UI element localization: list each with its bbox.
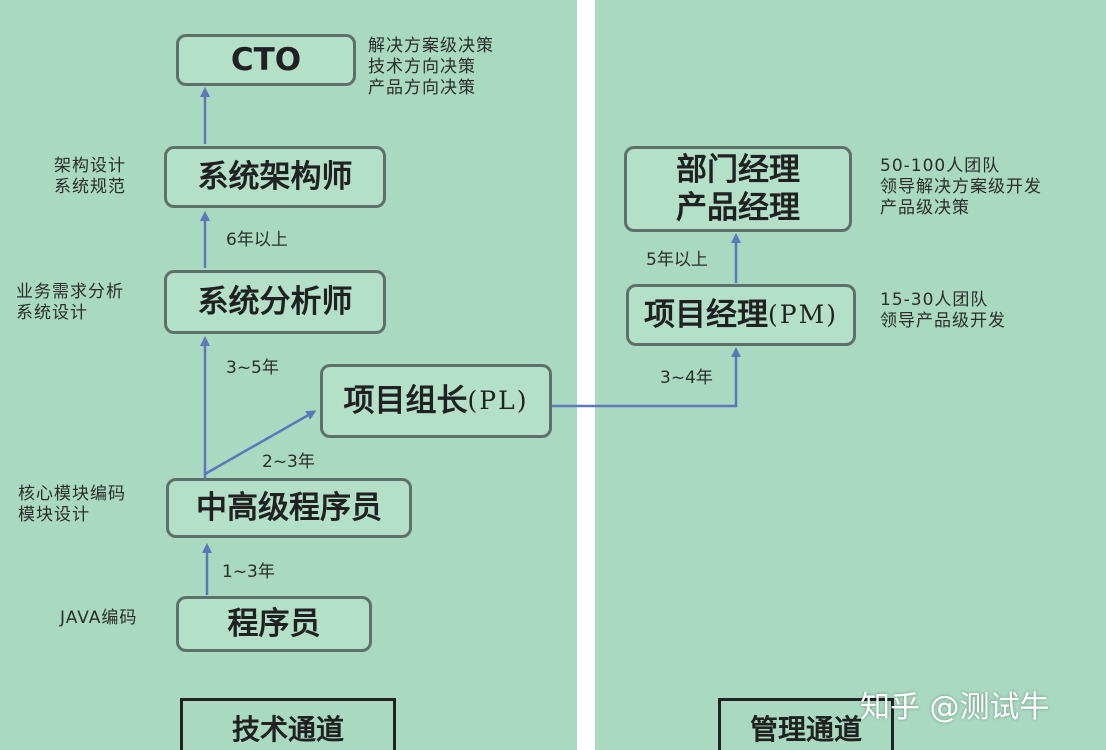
architect-responsibilities: 架构设计 系统规范	[54, 156, 126, 198]
senior-programmer-label: 中高级程序员	[196, 490, 382, 526]
cto-responsibilities: 解决方案级决策 技术方向决策 产品方向决策	[368, 36, 494, 99]
senior-note-line: 模块设计	[18, 505, 90, 525]
system-analyst-label: 系统分析师	[197, 284, 353, 320]
arrow-senior-to-team-lead	[204, 410, 317, 476]
years-senior-to-team-lead: 2~3年	[262, 452, 315, 472]
years-team-lead-to-pm: 3~4年	[660, 368, 713, 388]
analyst-note-line: 系统设计	[16, 303, 88, 323]
watermark: 知乎 @测试牛	[860, 690, 1050, 725]
arrow-team-lead-to-pm	[552, 347, 741, 408]
years-pm-to-dept-manager: 5年以上	[646, 250, 708, 270]
programmer-node: 程序员	[176, 596, 372, 652]
cto-node: CTO	[176, 34, 356, 86]
management-track-title-label: 管理通道	[749, 713, 862, 746]
dept-manager-note-line: 产品级决策	[880, 198, 970, 218]
architect-note-line: 架构设计	[54, 156, 126, 176]
pm-note-line: 领导产品级开发	[880, 311, 1006, 331]
cto-note-line: 解决方案级决策	[368, 36, 494, 56]
tech-track-title-label: 技术通道	[231, 713, 344, 746]
management-track-panel	[595, 0, 1106, 750]
senior-note-line: 核心模块编码	[18, 484, 126, 504]
programmer-label: 程序员	[227, 606, 321, 642]
cto-note-line: 技术方向决策	[368, 57, 476, 77]
programmer-note-line: JAVA编码	[60, 608, 138, 628]
management-track-title: 管理通道	[718, 698, 894, 750]
analyst-note-line: 业务需求分析	[16, 282, 124, 302]
senior-programmer-node: 中高级程序员	[166, 478, 412, 538]
project-manager-label: 项目经理	[644, 297, 769, 333]
architect-note-line: 系统规范	[54, 177, 126, 197]
project-manager-node: 项目经理(PM)	[626, 284, 856, 346]
pm-note-line: 15-30人团队	[880, 290, 989, 310]
years-senior-to-analyst: 3~5年	[226, 358, 279, 378]
team-lead-label: 项目组长	[343, 383, 468, 419]
cto-label: CTO	[230, 42, 302, 78]
programmer-responsibilities: JAVA编码	[60, 608, 137, 629]
project-manager-abbr: (PM)	[768, 300, 838, 329]
dept-manager-node: 部门经理 产品经理	[624, 146, 852, 232]
system-architect-label: 系统架构师	[197, 159, 353, 195]
team-lead-abbr: (PL)	[467, 386, 529, 415]
analyst-responsibilities: 业务需求分析 系统设计	[16, 282, 124, 324]
dept-manager-note-line: 领导解决方案级开发	[880, 177, 1042, 197]
years-analyst-to-architect: 6年以上	[226, 230, 288, 250]
product-manager-label: 产品经理	[676, 190, 800, 226]
tech-track-title: 技术通道	[180, 698, 396, 750]
senior-programmer-responsibilities: 核心模块编码 模块设计	[18, 484, 126, 526]
dept-manager-responsibilities: 50-100人团队 领导解决方案级开发 产品级决策	[880, 156, 1042, 219]
dept-manager-label: 部门经理	[676, 152, 800, 188]
dept-manager-note-line: 50-100人团队	[880, 156, 1001, 176]
cto-note-line: 产品方向决策	[368, 78, 476, 98]
system-analyst-node: 系统分析师	[164, 270, 386, 334]
project-manager-responsibilities: 15-30人团队 领导产品级开发	[880, 290, 1006, 332]
years-programmer-to-senior: 1~3年	[222, 562, 275, 582]
team-lead-node: 项目组长(PL)	[320, 364, 552, 438]
system-architect-node: 系统架构师	[164, 146, 386, 208]
